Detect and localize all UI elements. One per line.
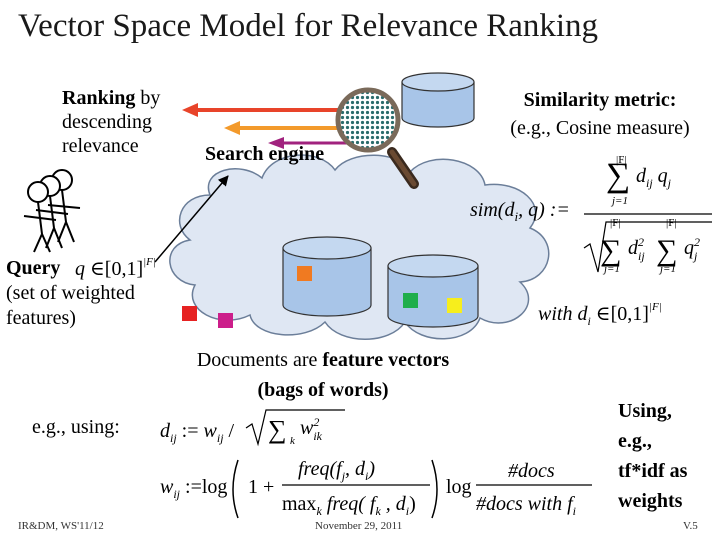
svg-text:sim(di, q) :=: sim(di, q) := [470,199,570,224]
ranking-line3: relevance [62,135,139,157]
svg-text:∑: ∑ [600,234,621,267]
svg-text:j=1: j=1 [610,195,628,207]
svg-text:freq(fj, di): freq(fj, di) [298,458,375,483]
svg-text:maxk freq( fk , di): maxk freq( fk , di) [282,493,416,518]
svg-text:∑: ∑ [656,234,677,267]
svg-text:1 +: 1 + [248,476,274,498]
svg-text:q ∈[0,1]|F|: q ∈[0,1]|F| [75,256,156,280]
footer-page: V.5 [683,520,698,532]
query-square-magenta [218,313,233,328]
svg-text:with di ∈[0,1]|F|: with di ∈[0,1]|F| [538,301,662,328]
svg-text:∑: ∑ [606,157,630,194]
footer-date: November 29, 2011 [315,520,403,532]
svg-text:j=1: j=1 [658,263,676,275]
similarity-line2: (e.g., Cosine measure) [510,117,690,139]
search-engine-label: Search engine [205,143,325,165]
ranking-label: Ranking by descending relevance [62,86,160,158]
query-arrow [154,175,229,263]
query-square-red [182,306,197,321]
similarity-title: Similarity metric: (e.g., Cosine measure… [490,86,710,142]
query-line3: features) [6,307,76,329]
ranking-bold: Ranking [62,87,136,109]
svg-text:k: k [290,435,296,447]
users-icon [23,169,81,253]
svg-text:q2j: q2j [684,235,700,263]
using-weights-line4: weights [618,490,683,512]
svg-text:#docs with fi: #docs with fi [476,493,576,518]
svg-text:j=1: j=1 [602,263,620,275]
svg-text:#docs: #docs [508,460,555,482]
documents-line2: (bags of words) [257,379,389,401]
ranking-line2: descending [62,111,152,133]
database-icon [401,72,475,128]
magnifier-icon [335,87,419,189]
documents-bold: feature vectors [322,349,450,371]
svg-text:log: log [446,476,472,498]
wij-formula: wij :=log 1 + freq(fj, di) maxk freq( fk… [160,458,592,519]
page-title: Vector Space Model for Relevance Ranking [18,8,599,44]
svg-text:dij qj: dij qj [636,165,672,190]
svg-text:∑: ∑ [268,415,287,444]
svg-text:|F|: |F| [610,217,621,229]
svg-text:|F|: |F| [616,154,627,166]
using-weights-line1: Using, [618,400,672,422]
using-label: e.g., using: [32,416,120,438]
using-weights-line3: tf*idf as [618,460,688,482]
ranking-by: by [135,87,161,109]
using-weights-line2: e.g., [618,430,652,452]
document-vector-2 [387,254,479,328]
svg-text:dij := wij /: dij := wij / [160,420,235,445]
documents-label: Documents are feature vectors (bags of w… [168,345,478,405]
query-line2: (set of weighted [6,282,135,304]
document-vector-1 [282,236,372,317]
footer-course: IR&DM, WS'11/12 [18,520,104,532]
using-weights-label: Using, e.g., tf*idf as weights [618,396,687,516]
query-formula: q ∈[0,1]|F| [75,256,156,280]
query-label: Query (set of weighted features) [6,256,135,331]
documents-prefix: Documents are [196,349,323,371]
query-bold: Query [6,257,61,279]
svg-text:|F|: |F| [666,217,677,229]
similarity-line1: Similarity metric: [523,89,677,111]
ranking-arrows [182,103,350,149]
svg-text:wij :=log: wij :=log [160,476,227,501]
